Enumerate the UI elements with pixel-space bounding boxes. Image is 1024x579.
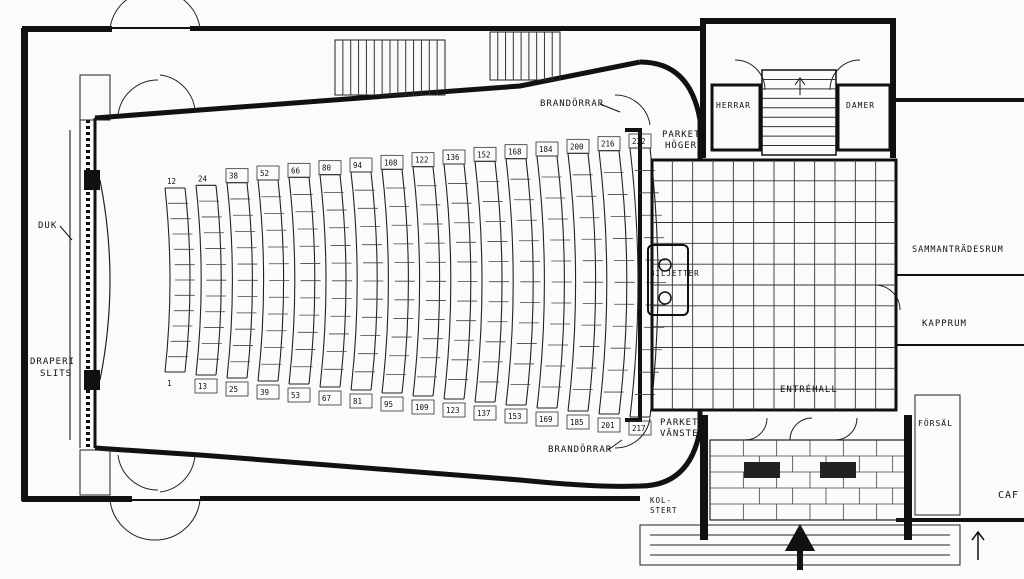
row-number: 24: [198, 174, 208, 183]
label-kol-line2: STERT: [650, 506, 678, 515]
label-forsal: FÖRSÄL: [918, 418, 953, 428]
label-cafe: CAF: [998, 490, 1019, 501]
label-parkett-vanster-line1: PARKETT: [660, 418, 705, 428]
label-parkett-hoger-line2: HÖGER: [665, 140, 697, 151]
row-number: 123: [446, 406, 460, 415]
label-kol-line1: KOL-: [650, 496, 672, 505]
row-numbers-bottom: 1 13 25 39 53 67 81 95 109 123 137 153 169 185 201 217: [167, 378, 652, 436]
label-brandorrar-top: BRANDÖRRAR: [540, 98, 604, 109]
row-number: 201: [601, 421, 615, 430]
auditorium-walls: [69, 59, 703, 489]
label-brandorrar-bottom: BRANDÖRRAR: [548, 444, 612, 455]
row-number: 169: [539, 415, 553, 424]
row-number: 232: [632, 137, 646, 146]
label-parkett-hoger-line1: PARKETT: [662, 130, 707, 140]
row-number: 216: [601, 140, 615, 149]
label-sammantrades: SAMMANTRÄDESRUM: [912, 244, 1004, 255]
label-draperi: DRAPERI: [30, 357, 75, 367]
row-number: 137: [477, 409, 491, 418]
row-number: 122: [415, 156, 429, 165]
row-number: 80: [322, 164, 332, 173]
row-number: 12: [167, 177, 176, 186]
top-stairs: [79, 31, 561, 496]
row-number: 25: [229, 385, 238, 394]
row-number: 67: [322, 394, 331, 403]
row-number: 81: [353, 397, 362, 406]
label-damer: DAMER: [846, 101, 875, 110]
row-number: 13: [198, 382, 207, 391]
row-number: 136: [446, 153, 460, 162]
entrance-hall: [647, 69, 1024, 540]
label-duk: DUK: [38, 221, 57, 231]
row-number: 39: [260, 388, 269, 397]
row-number: 53: [291, 391, 300, 400]
row-number: 168: [508, 148, 522, 157]
row-number: 153: [508, 412, 522, 421]
label-herrar: HERRAR: [716, 101, 751, 110]
row-number: 66: [291, 166, 301, 175]
label-parkett-vanster-line2: VÄNSTER: [660, 428, 705, 439]
row-number: 152: [477, 150, 491, 159]
row-number: 108: [384, 158, 398, 167]
label-slits: SLITS: [40, 369, 72, 379]
labels: DUK DRAPERI SLITS BRANDÖRRAR PARKETT HÖG…: [30, 98, 1019, 515]
door-swings: [109, 0, 901, 541]
row-number: 1: [167, 379, 172, 388]
row-number: 94: [353, 161, 363, 170]
row-number: 95: [384, 400, 393, 409]
entrance-arrow-icon: [784, 523, 816, 570]
row-number: 109: [415, 403, 429, 412]
label-kapprum: KAPPRUM: [922, 319, 967, 329]
row-number: 38: [229, 172, 239, 181]
row-numbers-top: 12 24 38 52 66 80 94 108 122 136 152 168 184 200 216 23…: [167, 133, 652, 186]
row-number: 184: [539, 145, 553, 154]
label-entrehall: ENTRÉHALL: [780, 383, 838, 395]
row-number: 52: [260, 169, 269, 178]
outer-walls: [21, 18, 1024, 570]
ticket-booth: [647, 244, 689, 316]
seating-rows: [164, 147, 666, 418]
label-biljetter: BILJETTER: [650, 269, 700, 278]
row-number: 200: [570, 142, 584, 151]
row-number: 185: [570, 418, 584, 427]
row-number: 217: [632, 424, 646, 433]
